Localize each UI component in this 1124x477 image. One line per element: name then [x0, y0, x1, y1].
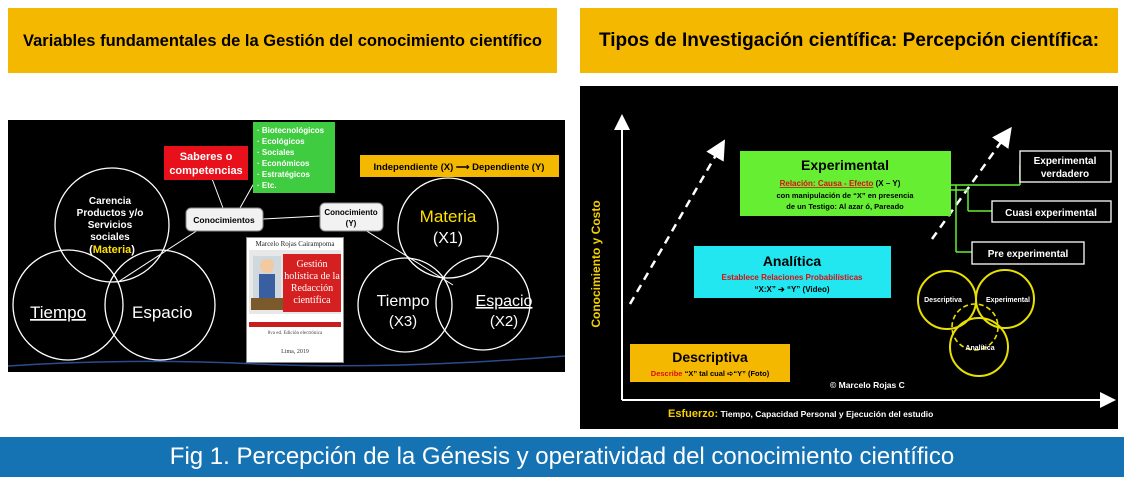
x-axis-label: Esfuerzo: Tiempo, Capacidad Personal y E…: [668, 408, 933, 420]
analitica-box: [694, 246, 891, 298]
book-place: Lima, 2019: [281, 349, 309, 355]
domain-item: · Sociales: [257, 148, 295, 157]
materia-circle-left: [54, 167, 170, 283]
domain-item: · Ecológicos: [257, 137, 305, 146]
conocimiento-y-label: (Y): [346, 219, 357, 228]
book-author: Marcelo Rojas Cairampoma: [255, 240, 335, 248]
conocimiento-y-callout: [319, 202, 384, 232]
relation-box: [360, 155, 559, 177]
connector: [262, 215, 321, 220]
carencia-label: Servicios: [88, 220, 133, 231]
copyright-label: © Marcelo Rojas C: [830, 380, 905, 390]
tiempo-left-label: Tiempo: [30, 303, 86, 322]
experimental-verdadero-label: verdadero: [1041, 169, 1089, 180]
growth-arrow: [628, 139, 725, 305]
pre-experimental-label: Pre experimental: [988, 249, 1069, 260]
book-edition: 8va ed. Edición electrónica: [267, 331, 323, 336]
knowledge-variables-diagram: Saberes o competencias · Biotecnológicos…: [8, 120, 565, 372]
descriptiva-title: Descriptiva: [672, 349, 748, 365]
pre-experimental-box: [971, 241, 1085, 265]
venn-analitica-label: Analítica: [965, 345, 994, 352]
venn-center-circle: [951, 303, 999, 351]
analitica-formula: “X:X” ➔ “Y” (Video): [754, 285, 829, 294]
book-band: [249, 322, 341, 327]
tiempo-circle-left: [12, 249, 124, 361]
tiempo-right-label: Tiempo: [377, 293, 430, 310]
connector: [364, 229, 454, 286]
carencia-label: Productos y/o: [77, 208, 144, 219]
espacio-left-label: Espacio: [132, 303, 192, 322]
book-title: Gestión holística de la Redacción cientí…: [283, 254, 341, 312]
x2-label: (X2): [490, 313, 518, 330]
connector: [117, 229, 199, 283]
carencia-label: Carencia: [89, 196, 132, 207]
experimental-verdadero-box: [1019, 150, 1112, 183]
conocimientos-callout: [185, 207, 264, 232]
analitica-title: Analítica: [763, 253, 822, 269]
espacio-right-label: Espacio: [476, 293, 533, 310]
saberes-label: competencias: [169, 165, 242, 177]
book-cover-image: Marcelo Rojas Cairampoma Gestión holísti…: [246, 237, 344, 363]
left-panel-header: Variables fundamentales de la Gestión de…: [8, 8, 557, 73]
domain-item: · Estratégicos: [257, 170, 310, 179]
conocimiento-y-label: Conocimiento: [324, 208, 377, 217]
domain-item: · Biotecnológicos: [257, 126, 325, 135]
domain-item: · Económicos: [257, 159, 310, 168]
conocimientos-label: Conocimientos: [193, 215, 255, 225]
experimental-line: con manipulación de “X” en presencia: [776, 191, 914, 200]
cuasi-experimental-label: Cuasi experimental: [1005, 208, 1097, 219]
espacio-circle-right: [435, 255, 531, 351]
venn-descriptiva-label: Descriptiva: [924, 297, 962, 304]
descriptiva-box: [630, 344, 790, 382]
experimental-relation: Relación: Causa - Efecto (X – Y): [780, 179, 901, 188]
x1-label: (X1): [433, 230, 463, 247]
cuasi-experimental-box: [991, 200, 1112, 223]
experimental-line: de un Testigo: Al azar ó, Pareado: [786, 202, 904, 211]
experimental-box: [740, 151, 951, 216]
domains-list-box: [253, 122, 335, 193]
figure-caption: Fig 1. Percepción de la Génesis y operat…: [0, 437, 1124, 477]
x3-label: (X3): [389, 313, 417, 330]
experimental-verdadero-label: Experimental: [1034, 156, 1097, 167]
saberes-label: Saberes o: [180, 151, 233, 163]
domain-item: · Etc.: [257, 181, 277, 190]
research-types-diagram: Conocimiento y Costo Esfuerzo: Tiempo, C…: [580, 86, 1118, 429]
venn-analitica-circle: [949, 317, 1009, 377]
relation-label: Independiente (X) ⟶ Dependiente (Y): [374, 162, 545, 173]
descriptiva-sub: Describe “X” tal cual ➪“Y” (Foto): [651, 369, 770, 378]
venn-experimental-circle: [975, 269, 1035, 329]
carencia-label: sociales: [90, 232, 130, 243]
materia-circle-right: [397, 177, 499, 279]
y-axis-label: Conocimiento y Costo: [589, 200, 603, 327]
experimental-title: Experimental: [801, 157, 889, 173]
espacio-circle-left: [104, 249, 216, 361]
tiempo-circle-right: [357, 257, 453, 353]
right-panel-header: Tipos de Investigación científica: Perce…: [580, 8, 1118, 73]
venn-experimental-label: Experimental: [986, 297, 1030, 304]
materia-right-label: Materia: [420, 207, 477, 226]
growth-arrow: [930, 126, 1012, 240]
materia-left-label: (Materia): [89, 244, 135, 256]
analitica-sub: Establece Relaciones Probabilísticas: [722, 273, 864, 282]
saberes-box: [164, 146, 248, 180]
background-curve: [8, 355, 565, 367]
